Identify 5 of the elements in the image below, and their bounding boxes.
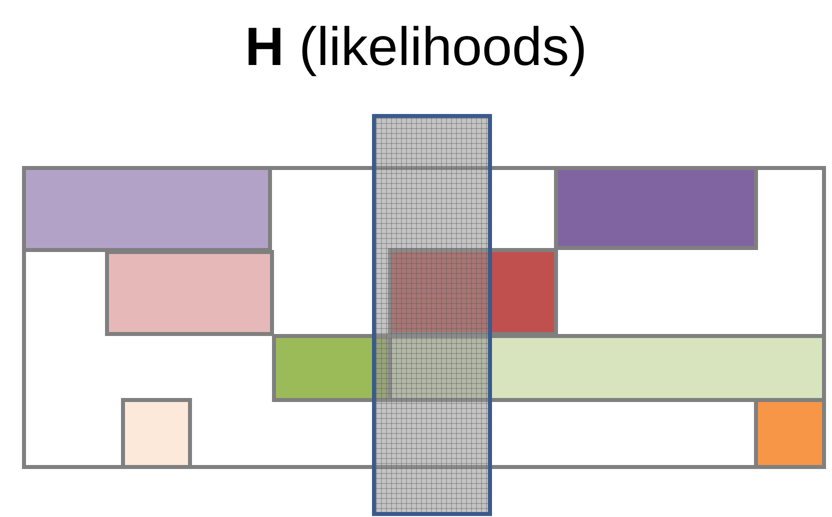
title: H (likelihoods) [244, 16, 588, 79]
colored-box [105, 250, 274, 336]
highlight-column [372, 114, 492, 516]
colored-box [388, 248, 558, 336]
outer-frame [22, 166, 826, 469]
